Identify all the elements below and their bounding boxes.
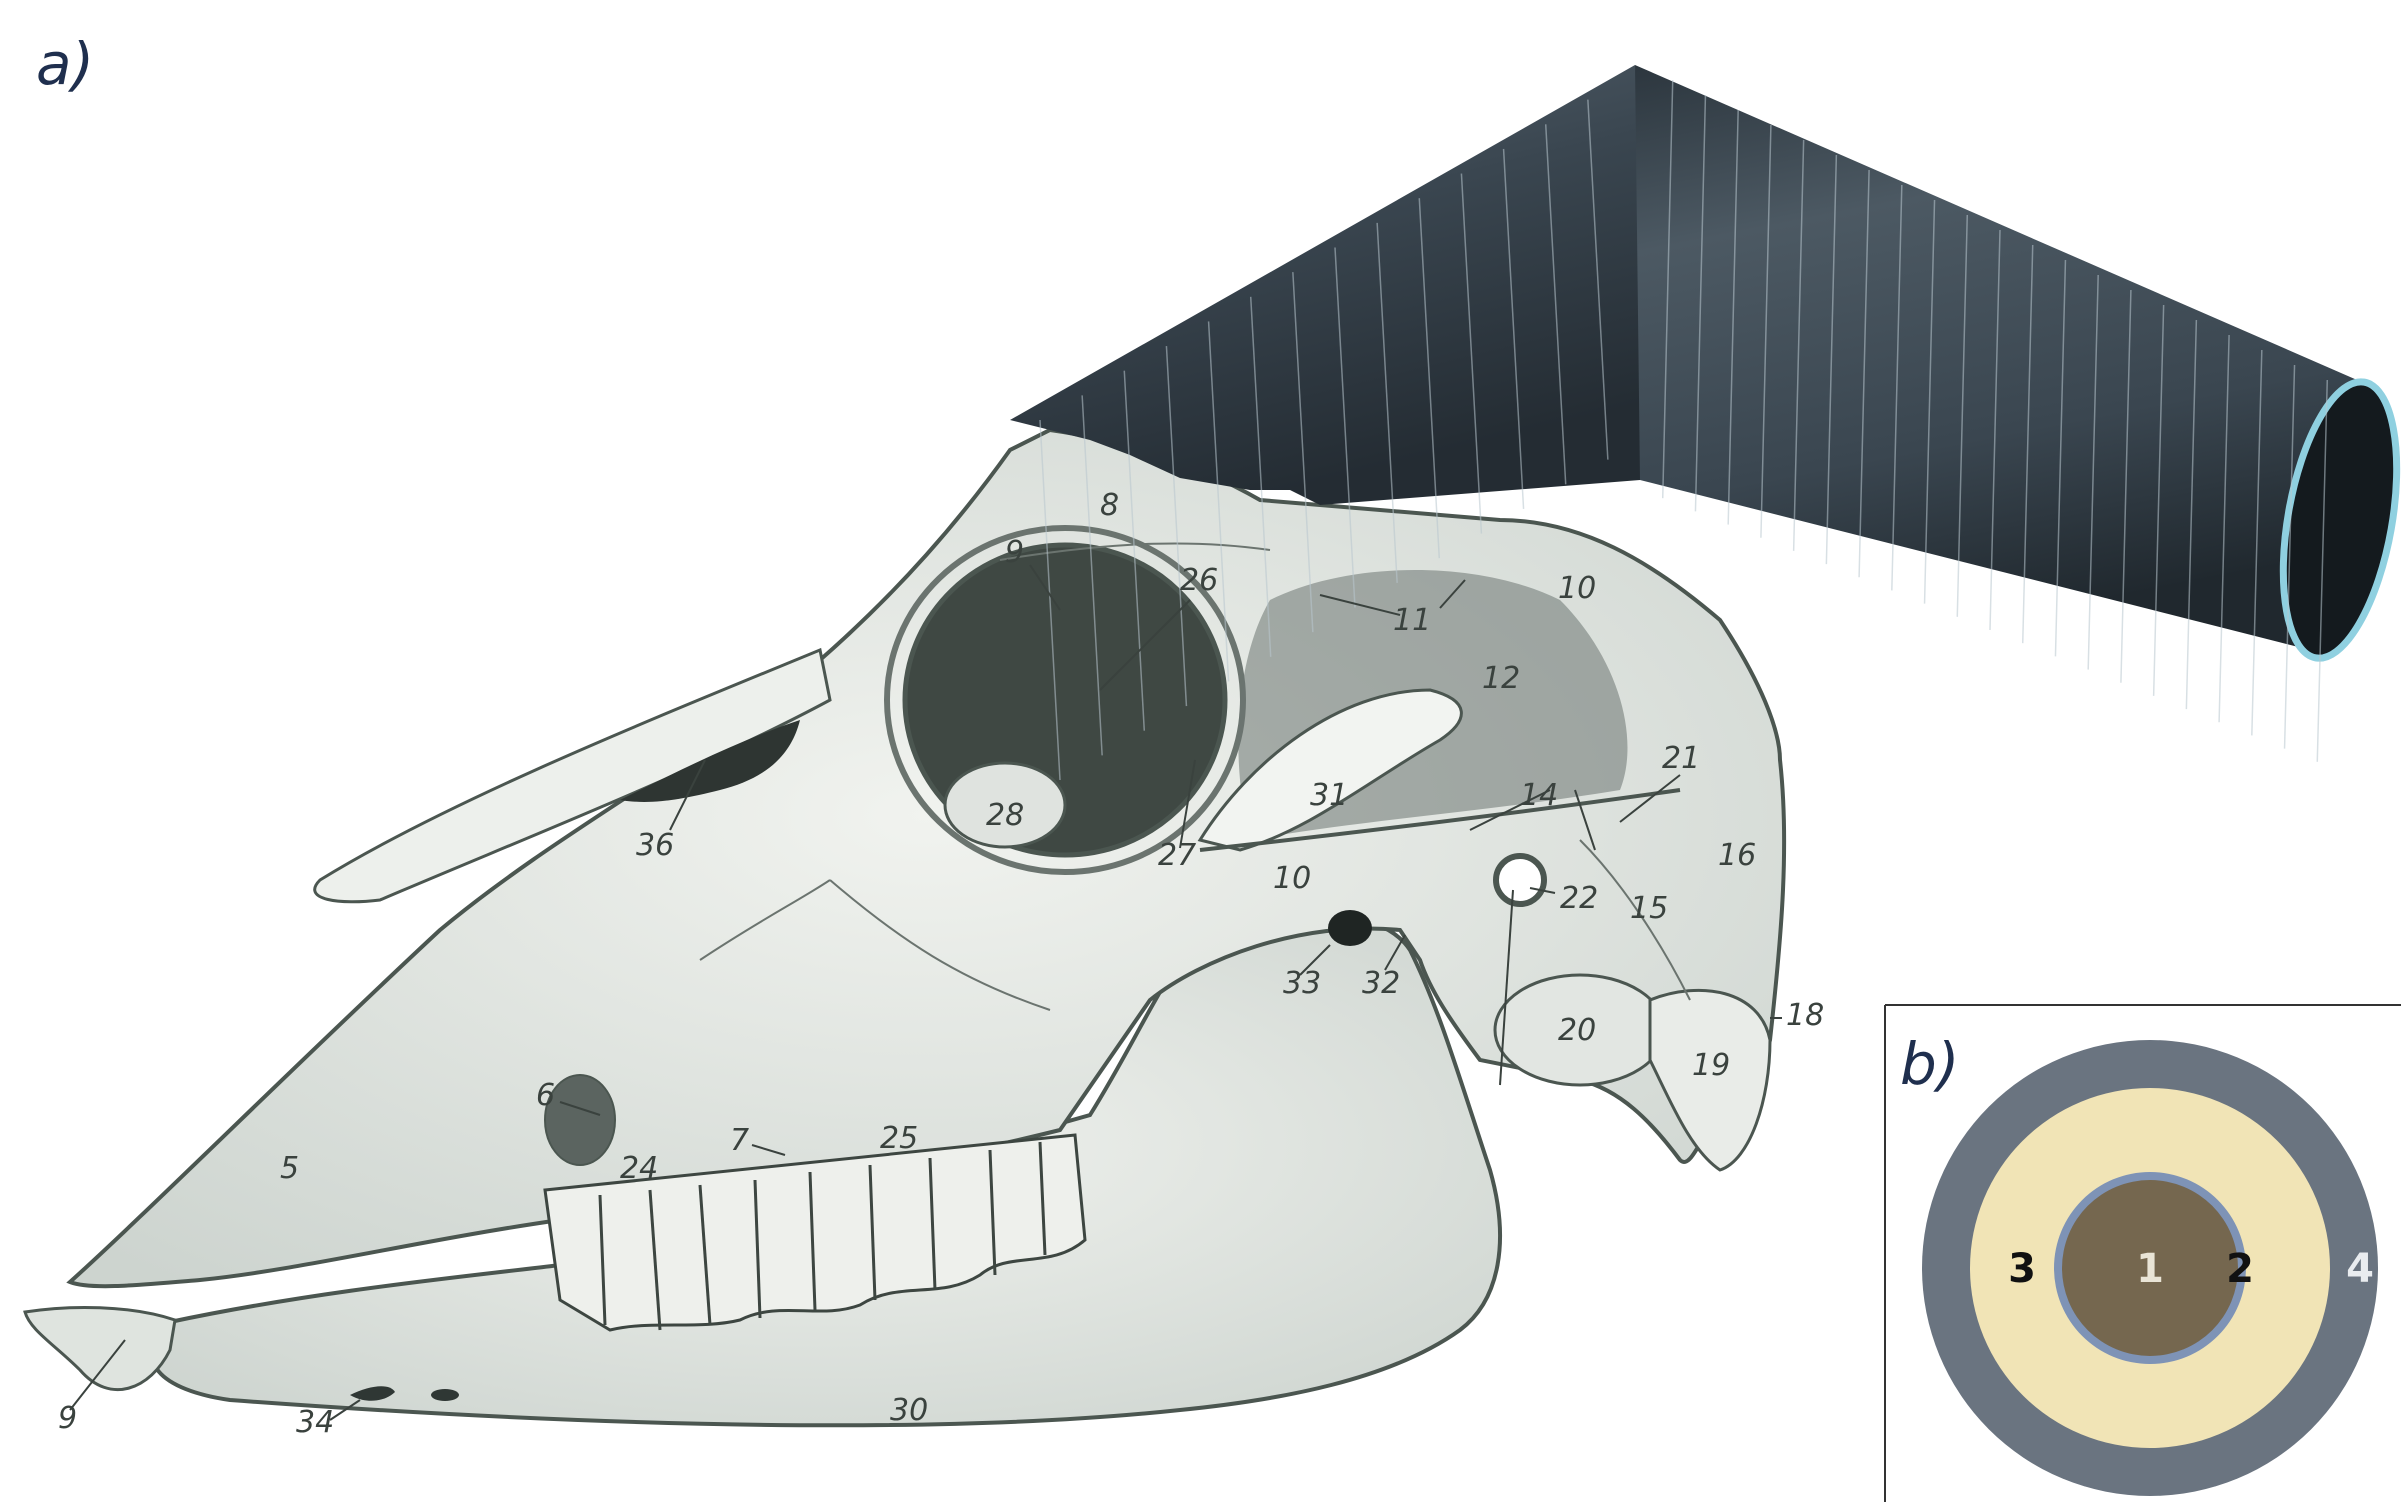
mental-foramen-small: [431, 1389, 459, 1401]
label-26: 26: [1180, 563, 1218, 598]
layer-label-4: 4: [2346, 1246, 2374, 1292]
label-22: 22: [1560, 881, 1598, 916]
label-10a: 10: [1558, 571, 1596, 606]
label-30: 30: [890, 1393, 928, 1428]
label-8: 8: [1100, 488, 1119, 523]
label-6: 6: [536, 1078, 555, 1113]
acoustic-meatus-22: [1496, 856, 1544, 904]
panel-b: 1 2 3 4: [1885, 1005, 2401, 1502]
label-19: 19: [1692, 1048, 1730, 1083]
foramen-6: [545, 1075, 615, 1165]
label-11: 11: [1393, 603, 1431, 638]
label-9a: 9: [1005, 535, 1024, 570]
label-15: 15: [1630, 891, 1668, 926]
incisors: [25, 1307, 175, 1389]
layer-label-1: 1: [2136, 1246, 2164, 1292]
label-12: 12: [1482, 661, 1520, 696]
label-28: 28: [986, 798, 1024, 833]
label-25: 25: [880, 1121, 918, 1156]
label-16: 16: [1718, 838, 1756, 873]
label-20: 20: [1558, 1013, 1596, 1048]
label-31: 31: [1310, 778, 1348, 813]
label-33: 33: [1283, 966, 1321, 1001]
label-9b: 9: [58, 1401, 77, 1436]
label-34: 34: [296, 1405, 334, 1440]
skull-drawing: [25, 430, 1784, 1425]
label-32: 32: [1362, 966, 1400, 1001]
label-18: 18: [1786, 998, 1824, 1033]
layer-label-3: 3: [2008, 1246, 2036, 1292]
label-24: 24: [620, 1151, 658, 1186]
label-10b: 10: [1273, 861, 1311, 896]
foramen-33: [1328, 910, 1372, 946]
label-5: 5: [280, 1151, 299, 1186]
label-27: 27: [1158, 838, 1196, 873]
layer-label-2: 2: [2226, 1246, 2254, 1292]
label-36: 36: [636, 828, 674, 863]
label-7: 7: [730, 1123, 749, 1158]
label-21: 21: [1662, 741, 1700, 776]
